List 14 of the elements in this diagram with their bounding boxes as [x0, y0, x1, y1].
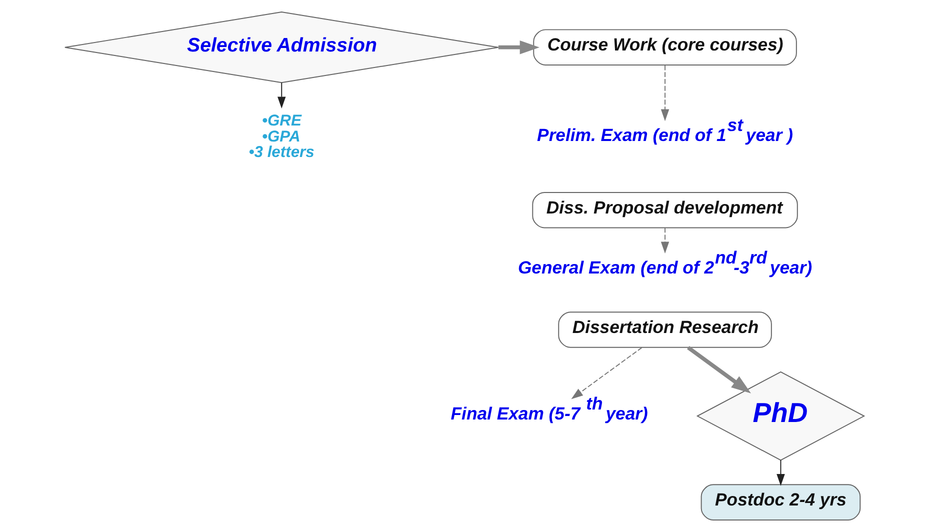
- node-box: Postdoc 2-4 yrs: [700, 484, 860, 520]
- arrow: [686, 346, 751, 394]
- node-box: Dissertation Research: [558, 312, 772, 348]
- node-text: •GRE •GPA •3 letters: [248, 112, 314, 161]
- node-box: Course Work (core courses): [532, 29, 796, 66]
- arrow: [776, 460, 784, 486]
- arrow: [660, 64, 669, 122]
- arrow: [498, 40, 539, 54]
- node-box: Diss. Proposal development: [532, 192, 798, 228]
- arrow: [277, 82, 286, 108]
- arrow: [660, 227, 669, 254]
- arrow: [570, 347, 642, 400]
- node-diamond: PhD: [696, 371, 865, 461]
- node-diamond: Selective Admission: [64, 12, 498, 84]
